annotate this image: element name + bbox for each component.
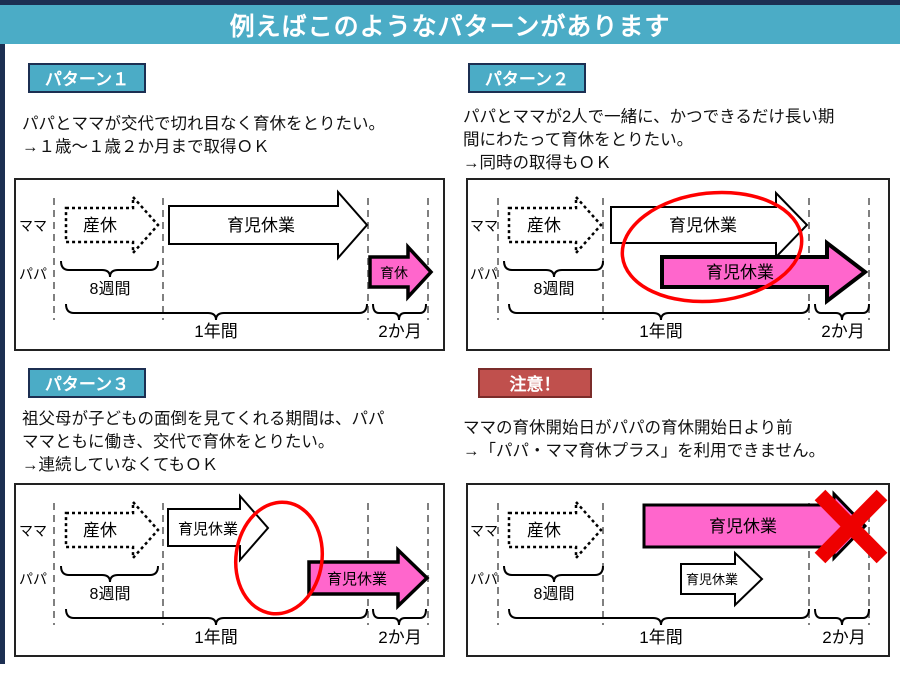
caution-description: ママの育休開始日がパパの育休開始日より前 →「パパ・ママ育休プラス」を利用できま…	[463, 417, 825, 463]
row-label-mama: ママ	[19, 523, 47, 539]
maternity-leave-arrow	[64, 193, 160, 257]
description-line: 祖父母が子どもの面倒を見てくれる期間は、パパ	[22, 410, 385, 428]
papa-arrow-label: 育休	[380, 265, 408, 281]
bracket-2-months	[372, 303, 427, 321]
mama-childcare-arrow	[167, 493, 270, 563]
timeline-gridlines	[497, 503, 870, 625]
mama-arrow-label: 育児休業	[227, 216, 295, 235]
mama-arrow-label: 育児休業	[709, 517, 777, 536]
row-label-papa: パパ	[19, 571, 47, 587]
bracket-8-weeks	[60, 260, 159, 278]
pattern3-label: パターン３	[28, 368, 146, 398]
row-label-mama: ママ	[470, 523, 498, 539]
maternity-arrow-label: 産休	[83, 521, 117, 540]
bracket-1y-label: 1年間	[639, 628, 682, 647]
description-line: →「パパ・ママ育休プラス」を利用できません。	[463, 442, 826, 460]
bracket-2-months	[814, 608, 870, 626]
maternity-arrow-label: 産休	[527, 216, 561, 235]
pattern2-diagram: ママ パパ 産休 育児休業 育児休業 8週間 1年間 2か月	[466, 178, 890, 351]
maternity-arrow-label: 産休	[527, 521, 561, 540]
description-line: ママともに働き、交代で育休をとりたい。	[22, 433, 335, 451]
maternity-leave-arrow	[64, 498, 160, 562]
bracket-8w-label: 8週間	[90, 585, 131, 603]
papa-arrow-label: 育児休業	[686, 572, 738, 587]
bracket-8-weeks	[503, 565, 604, 583]
bracket-8w-label: 8週間	[90, 280, 131, 298]
maternity-leave-arrow	[507, 498, 603, 562]
pattern1-diagram: ママ パパ 産休 育児休業 育休 8週間 1年間 2か月	[14, 178, 445, 351]
description-line: ママの育休開始日がパパの育休開始日より前	[463, 419, 793, 437]
mama-childcare-arrow	[168, 189, 369, 261]
pattern1-description: パパとママが交代で切れ目なく育休をとりたい。 →１歳～１歳２か月まで取得ＯＫ	[22, 113, 385, 159]
bracket-1y-label: 1年間	[194, 322, 237, 341]
bracket-2m-label: 2か月	[821, 322, 864, 341]
bracket-8-weeks	[60, 565, 159, 583]
pattern3-description: 祖父母が子どもの面倒を見てくれる期間は、パパ ママともに働き、交代で育休をとりた…	[22, 408, 385, 477]
pattern3-diagram: ママ パパ 産休 育児休業 育児休業 8週間 1年間 2か月	[14, 483, 445, 657]
mama-arrow-label: 育児休業	[669, 216, 737, 235]
papa-childcare-arrow	[307, 545, 430, 611]
description-line: →同時の取得もＯＫ	[463, 154, 612, 172]
papa-arrow-label: 育児休業	[327, 571, 387, 588]
pattern2-description: パパとママが2人で一緒に、かつできるだけ長い期 間にわたって育休をとりたい。 →…	[463, 106, 834, 175]
row-label-mama: ママ	[19, 218, 47, 234]
bracket-1y-label: 1年間	[639, 322, 682, 341]
description-line: →１歳～１歳２か月まで取得ＯＫ	[22, 138, 270, 156]
page-title: 例えばこのようなパターンがあります	[229, 12, 671, 41]
bracket-2m-label: 2か月	[378, 322, 421, 341]
bracket-2-months	[372, 608, 427, 626]
bracket-1-year	[65, 303, 368, 321]
bracket-8-weeks	[503, 260, 604, 278]
row-label-papa: パパ	[470, 571, 498, 587]
papa-childcare-arrow	[680, 550, 764, 608]
bracket-2m-label: 2か月	[378, 628, 421, 647]
papa-childcare-arrow	[368, 242, 434, 302]
row-label-papa: パパ	[470, 266, 498, 282]
left-accent-bar	[0, 0, 5, 664]
row-label-mama: ママ	[470, 218, 498, 234]
description-line: 間にわたって育休をとりたい。	[463, 131, 694, 149]
bracket-1y-label: 1年間	[194, 628, 237, 647]
papa-childcare-arrow	[660, 238, 869, 306]
bracket-2-months	[814, 303, 870, 321]
timeline-gridlines	[53, 198, 429, 320]
bracket-2m-label: 2か月	[822, 628, 865, 647]
pattern1-label: パターン１	[28, 63, 146, 93]
red-ellipse-highlight	[233, 500, 325, 616]
pattern2-label: パターン２	[468, 63, 586, 93]
bracket-8w-label: 8週間	[534, 280, 575, 298]
maternity-arrow-label: 産休	[83, 216, 117, 235]
bracket-1-year	[508, 608, 810, 626]
row-label-papa: パパ	[19, 266, 47, 282]
mama-arrow-label: 育児休業	[178, 521, 238, 538]
top-accent-bar	[0, 0, 900, 5]
bracket-8w-label: 8週間	[534, 585, 575, 603]
caution-diagram: ママ パパ 産休 育児休業 育児休業 8週間 1年間 2か月	[466, 483, 890, 657]
description-line: パパとママが交代で切れ目なく育休をとりたい。	[22, 115, 385, 133]
red-x-mark	[814, 489, 888, 564]
bracket-1-year	[508, 303, 810, 321]
caution-label: 注意！	[478, 368, 592, 398]
maternity-leave-arrow	[507, 193, 603, 257]
red-ellipse-highlight	[620, 190, 804, 304]
title-bar: 例えばこのようなパターンがあります	[0, 5, 900, 44]
description-line: パパとママが2人で一緒に、かつできるだけ長い期	[463, 108, 835, 126]
bracket-1-year	[65, 608, 368, 626]
description-line: →連続していなくてもＯＫ	[22, 456, 219, 474]
papa-arrow-label: 育児休業	[706, 263, 774, 282]
